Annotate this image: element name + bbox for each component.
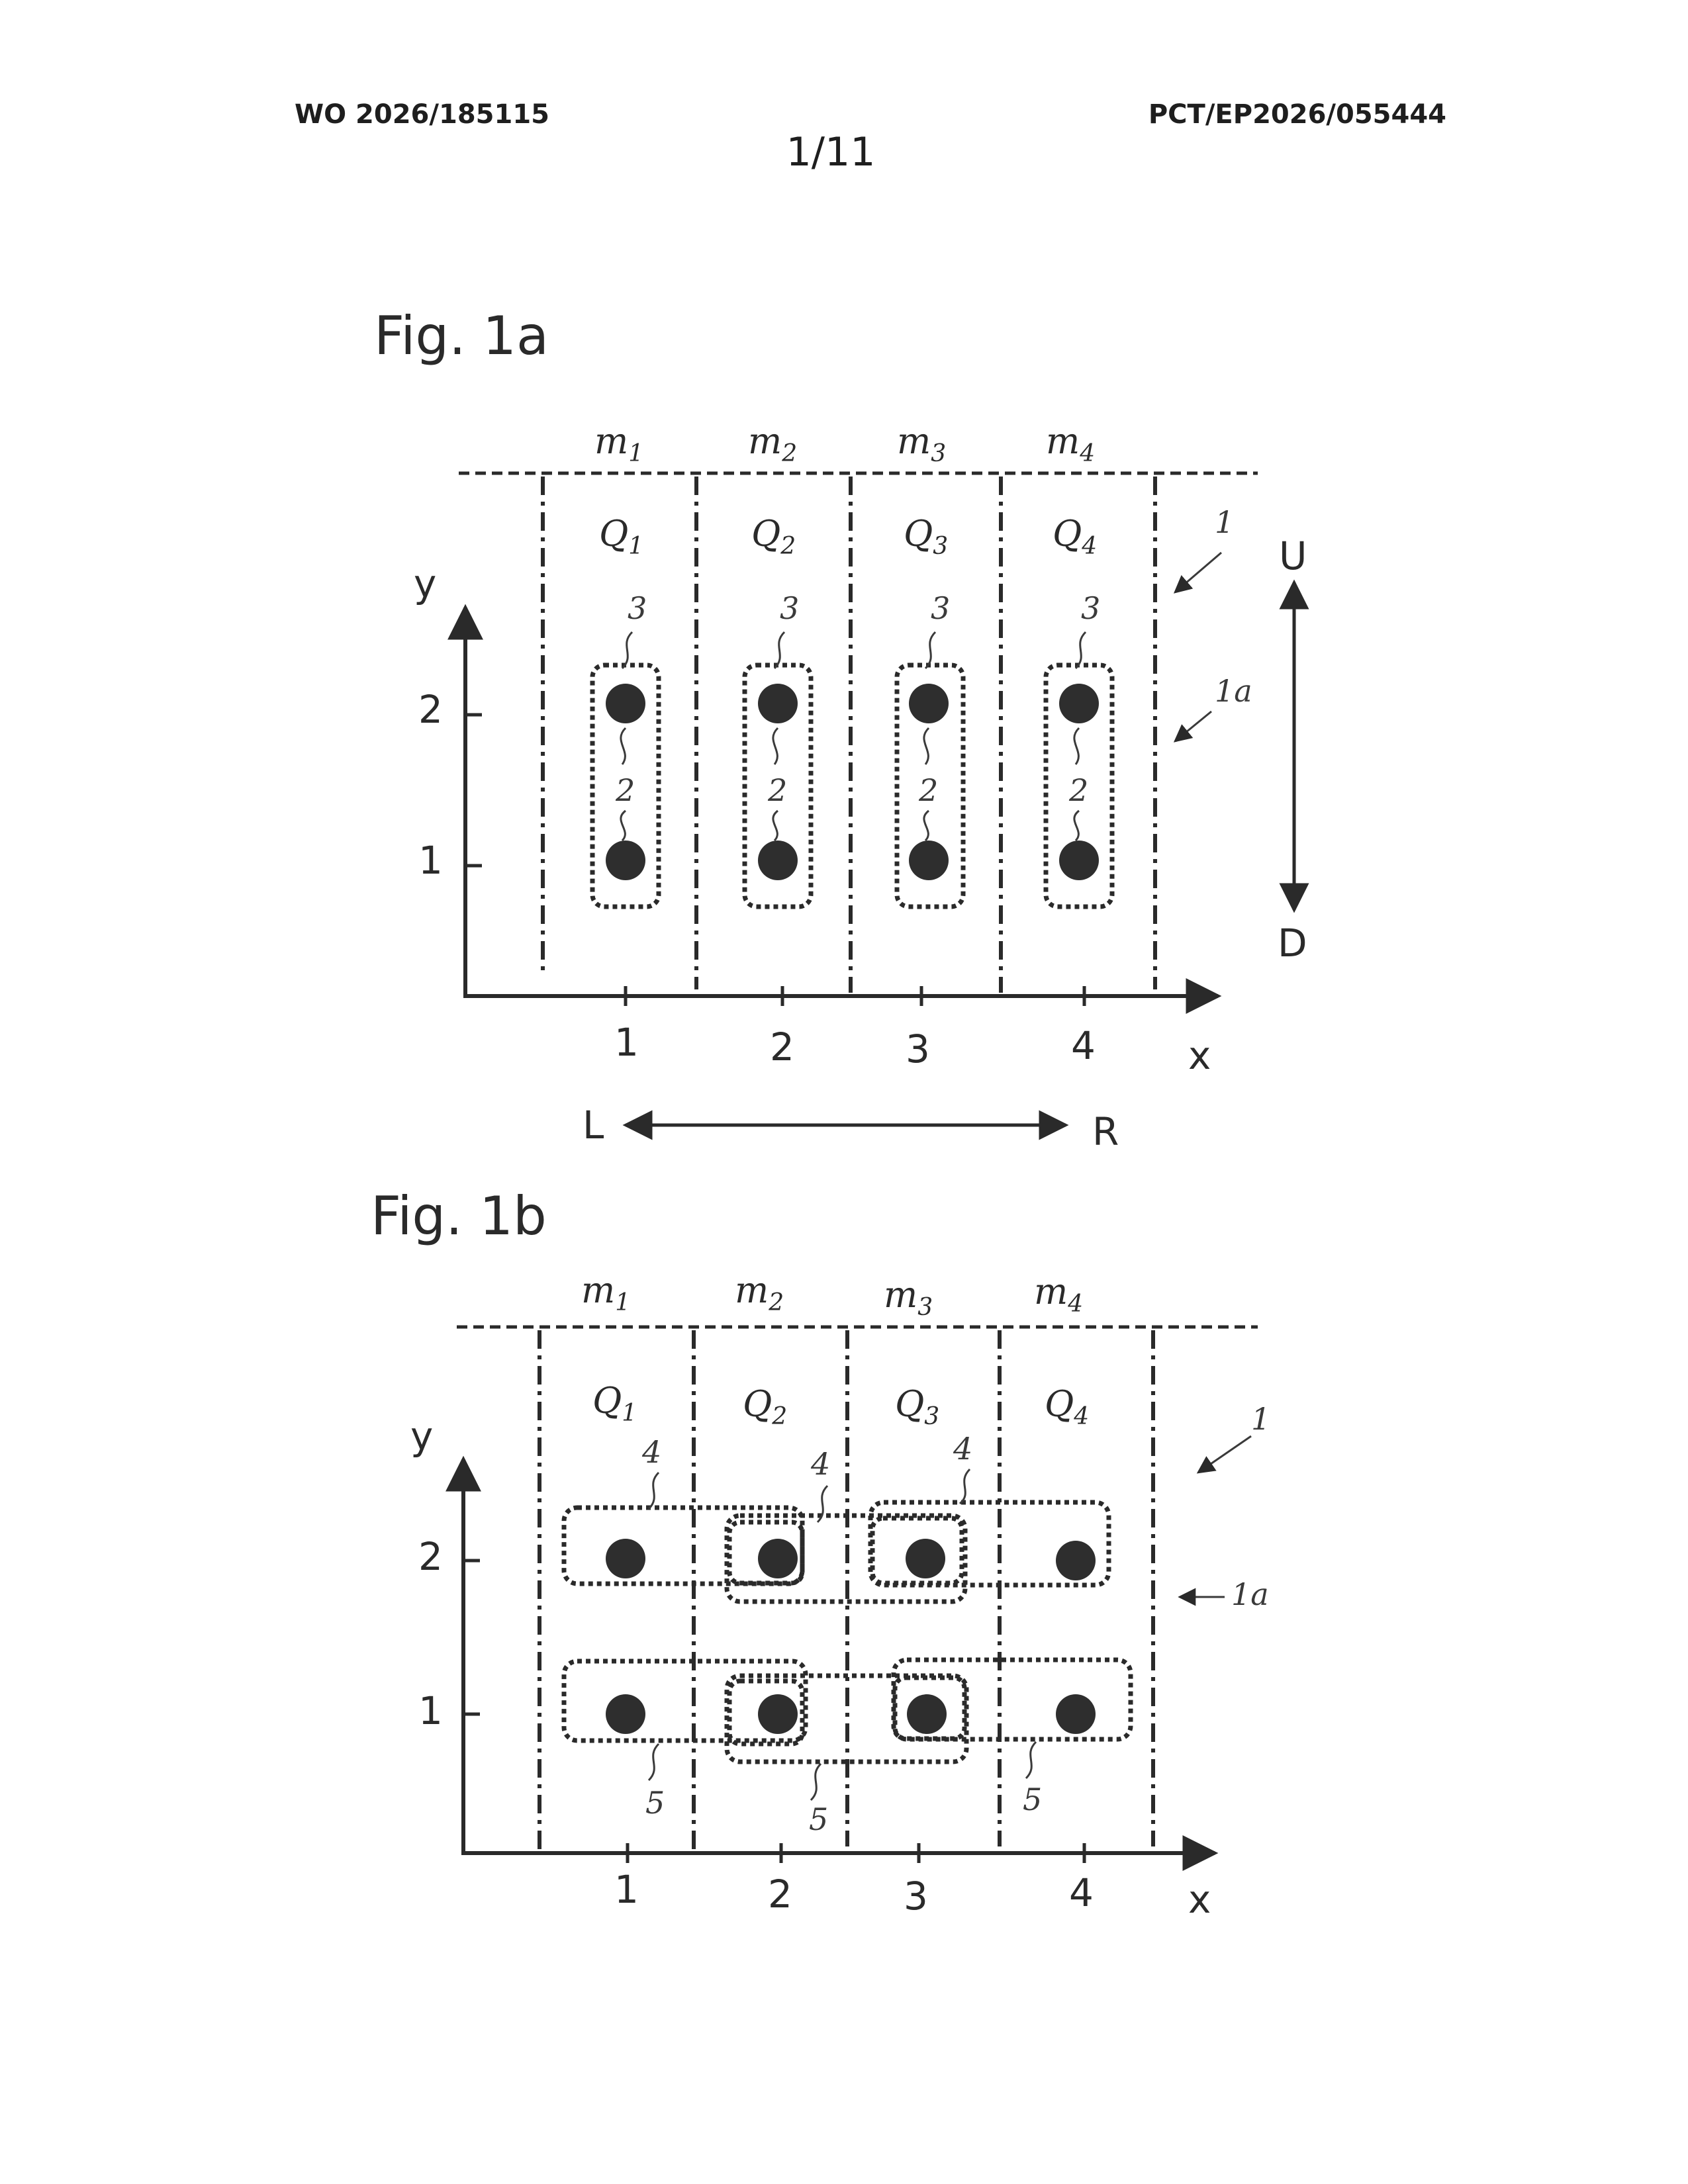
callout-link: 2 (918, 772, 938, 808)
column-q-label: Q1 (599, 513, 643, 560)
callout-row-group-lower: 5 (809, 1801, 828, 1837)
column-q-label: Q2 (743, 1383, 787, 1430)
row-groups-lower (564, 1660, 1131, 1762)
row-groups-upper (564, 1502, 1109, 1602)
callout-row-group-lower: 5 (1023, 1782, 1042, 1817)
x-tick-label: 2 (770, 1024, 794, 1069)
x-tick-label: 1 (614, 1867, 639, 1912)
column-m-label: m2 (735, 1269, 784, 1316)
column-q-label: Q4 (1045, 1383, 1089, 1430)
callout-leaders (621, 632, 1086, 841)
column-m-label: m2 (748, 420, 797, 467)
x-axis-label: x (1188, 1877, 1211, 1922)
callout-link: 2 (615, 772, 635, 808)
column-q-label: Q3 (904, 513, 948, 560)
x-tick-label: 3 (906, 1026, 930, 1071)
y-axis-label: y (414, 561, 436, 606)
callout-element: 1 (1251, 1401, 1270, 1437)
callout-link: 2 (767, 772, 787, 808)
callout-element: 1 (1215, 504, 1234, 540)
x-tick-label: 4 (1071, 1023, 1096, 1068)
callout-group: 3 (628, 590, 647, 626)
column-m-label: m4 (1046, 420, 1095, 467)
column-m-label: m3 (884, 1274, 933, 1321)
x-tick-label: 2 (768, 1872, 792, 1917)
figure-1b: Fig. 1b m1 m2 m3 m4 Q1 Q2 Q3 Q4 y x 2 1 (371, 1185, 1270, 1922)
callout-row-group-upper: 4 (953, 1431, 972, 1467)
node-dots (606, 1539, 1096, 1734)
direction-right-label: R (1092, 1109, 1119, 1154)
direction-left-label: L (583, 1103, 604, 1148)
callout-leaders (649, 1469, 1036, 1800)
x-axis-label: x (1188, 1033, 1211, 1078)
x-tick-label: 1 (614, 1020, 639, 1065)
callout-link: 2 (1068, 772, 1088, 808)
callout-row-group-upper: 4 (810, 1446, 830, 1482)
column-q-label: Q1 (592, 1380, 637, 1427)
figure-1a-title: Fig. 1a (374, 305, 549, 367)
callout-row-group-lower: 5 (645, 1785, 665, 1821)
y-tick-label: 1 (418, 1688, 443, 1733)
column-q-label: Q4 (1053, 513, 1097, 560)
callout-group: 3 (1081, 590, 1100, 626)
y-tick-label: 2 (418, 1534, 443, 1579)
column-m-label: m1 (581, 1269, 630, 1316)
direction-up-label: U (1279, 533, 1307, 578)
column-q-label: Q3 (895, 1383, 939, 1430)
callout-group: 3 (931, 590, 950, 626)
figure-1b-title: Fig. 1b (371, 1185, 547, 1247)
callout-group: 3 (780, 590, 799, 626)
figure-1a: Fig. 1a m1 m2 m3 m4 Q1 Q2 Q3 Q4 y x 2 1 (374, 305, 1307, 1154)
column-q-label: Q2 (751, 513, 796, 560)
callout-row-group-upper: 4 (641, 1434, 661, 1470)
y-tick-label: 2 (418, 687, 443, 732)
callout-segment: 1a (1215, 673, 1252, 709)
y-tick-label: 1 (418, 838, 443, 883)
x-tick-label: 4 (1069, 1870, 1094, 1915)
callout-segment: 1a (1231, 1576, 1269, 1612)
column-m-label: m3 (897, 420, 946, 467)
direction-down-label: D (1278, 921, 1307, 966)
column-m-label: m4 (1034, 1271, 1083, 1318)
column-m-label: m1 (594, 420, 643, 467)
y-axis-label: y (410, 1414, 433, 1459)
x-tick-label: 3 (904, 1874, 928, 1919)
